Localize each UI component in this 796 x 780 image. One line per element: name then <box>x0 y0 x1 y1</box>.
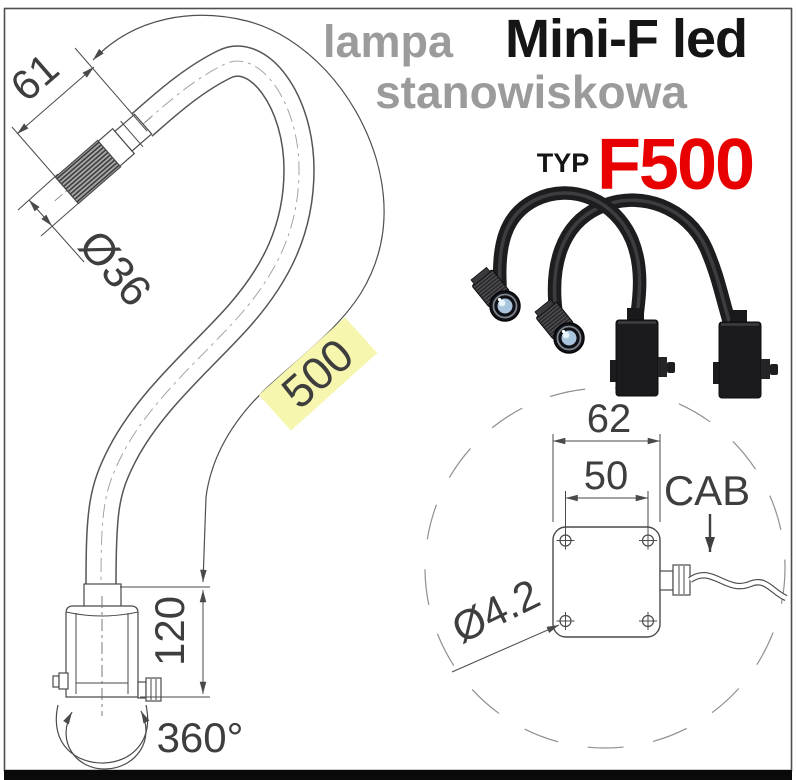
base-drawing: 360° <box>52 583 244 770</box>
rotation-arrow-arc <box>63 710 150 770</box>
product-name: Mini-F led <box>505 9 747 69</box>
header: lampa Mini-F led stanowiskowa TYP F500 <box>323 9 755 205</box>
rotation-range-text: 360° <box>157 714 244 761</box>
cable-gland <box>659 564 691 596</box>
dimension-base-height: 120 <box>120 586 210 698</box>
type-value: F500 <box>597 125 753 205</box>
neck-length-highlight <box>258 317 378 431</box>
base-right-screw <box>137 681 147 699</box>
product-photo <box>467 186 780 400</box>
dim-hole-spacing-text: 50 <box>584 454 629 498</box>
dim-hole-diameter-text: Ø4.2 <box>444 570 546 652</box>
dimension-plate-width: 62 <box>552 397 661 522</box>
base-dome <box>55 704 149 764</box>
lamp-a-head <box>467 264 521 322</box>
brand-word-2: stanowiskowa <box>375 66 687 118</box>
lamp-a-neck <box>492 186 647 329</box>
lamp-b-head <box>531 296 585 354</box>
dimension-head-diameter: Ø36 <box>17 173 161 316</box>
cable-callout: CAB <box>664 467 750 552</box>
gooseneck-technical-drawing: 61 Ø36 500 <box>1 14 385 770</box>
mounting-plate-detail: 62 50 CAB Ø4.2 <box>424 387 788 749</box>
base-collar <box>83 583 122 608</box>
dimension-hole-diameter: Ø4.2 <box>440 566 560 673</box>
dim-head-length-text: 61 <box>1 44 67 110</box>
brand-word-1: lampa <box>323 16 454 67</box>
lamp-b-base <box>711 308 780 400</box>
detail-dashed-circle <box>424 387 786 749</box>
cable-label-text: CAB <box>664 467 750 514</box>
neck-length-label: 500 <box>258 317 378 431</box>
mounting-holes <box>556 531 657 630</box>
type-label: TYP <box>537 148 590 178</box>
dim-head-diameter-text: Ø36 <box>69 221 161 316</box>
dimension-hole-spacing: 50 <box>565 454 649 532</box>
bottom-bar <box>4 770 792 780</box>
base-left-screw <box>52 675 60 688</box>
dim-base-height-text: 120 <box>146 596 193 666</box>
dim-plate-width-text: 62 <box>587 397 632 441</box>
lamp-a-base <box>608 306 677 398</box>
